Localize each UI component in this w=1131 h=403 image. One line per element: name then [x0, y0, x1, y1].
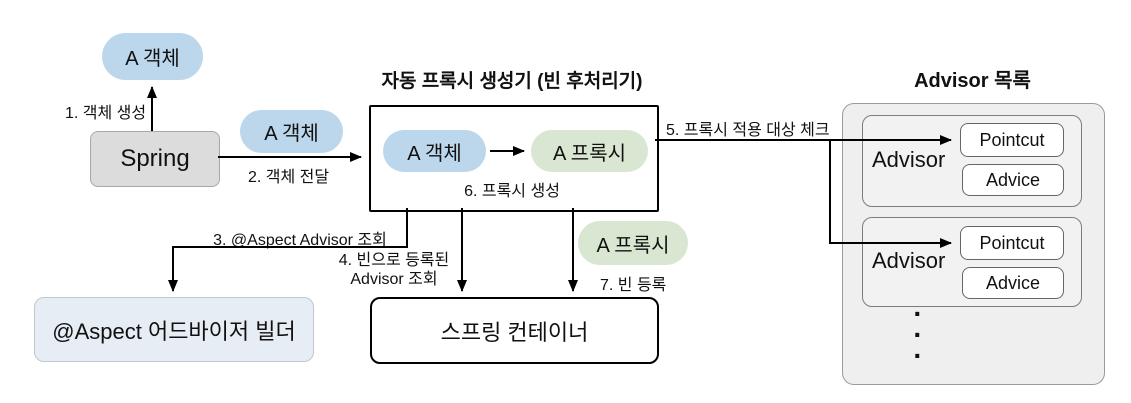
advisor-label: Advisor: [872, 248, 946, 273]
pointcut-box: Pointcut: [960, 226, 1064, 260]
step4-label-line1: 4. 빈으로 등록된: [338, 252, 450, 269]
step7-label: 7. 빈 등록: [600, 277, 667, 294]
proxy-a-node-inner: A 프록시: [531, 130, 648, 172]
advice-box: Advice: [962, 267, 1064, 299]
dot: ·: [913, 319, 923, 350]
dot: ·: [913, 340, 923, 371]
advisor-list-title: Advisor 목록: [914, 70, 1031, 92]
step3-label: 3. @Aspect Advisor 조회: [213, 232, 387, 249]
object-a-node-inner: A 객체: [383, 130, 486, 172]
advisor-label: Advisor: [872, 147, 946, 172]
step5-label: 5. 프록시 적용 대상 체크: [666, 122, 830, 139]
object-a-node-created: A 객체: [102, 33, 203, 80]
step2-label: 2. 객체 전달: [248, 169, 330, 186]
auto-proxy-creator-title: 자동 프록시 생성기 (빈 후처리기): [381, 71, 643, 92]
object-a-node-passed: A 객체: [240, 110, 343, 153]
pointcut-box: Pointcut: [960, 123, 1064, 157]
proxy-a-node-result: A 프록시: [578, 221, 688, 265]
aspect-advisor-builder-box: @Aspect 어드바이저 빌더: [34, 297, 314, 362]
step4-label-line2: Advisor 조회: [350, 271, 438, 288]
advice-box: Advice: [962, 164, 1064, 196]
dot: ·: [913, 298, 923, 329]
ellipsis-dots: · · ·: [906, 298, 930, 371]
step6-label: 6. 프록시 생성: [464, 183, 560, 200]
step4-label: 4. 빈으로 등록된 Advisor 조회: [333, 251, 455, 289]
spring-node: Spring: [90, 131, 220, 187]
step1-label: 1. 객체 생성: [65, 105, 147, 122]
spring-container-box: 스프링 컨테이너: [370, 297, 659, 364]
